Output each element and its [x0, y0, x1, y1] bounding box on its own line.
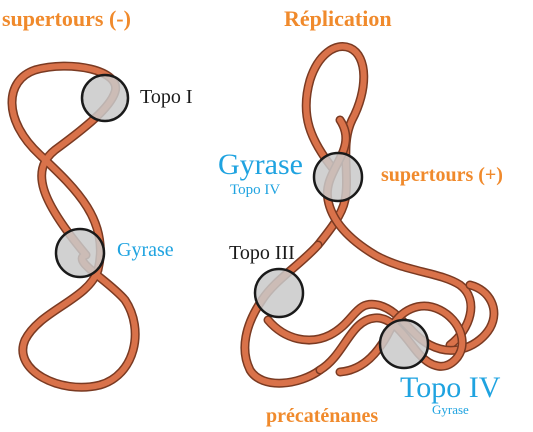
gyrase-left-circle — [54, 227, 106, 279]
topo3-circle — [253, 267, 305, 319]
topo1-circle — [80, 73, 130, 123]
topo4-sub-label: Topo IV — [230, 182, 281, 198]
topo3-label: Topo III — [229, 242, 295, 264]
gyrase-right-label: Gyrase — [218, 148, 303, 181]
precatenanes-label: précaténanes — [266, 405, 379, 427]
left-title: supertours (-) — [2, 6, 131, 31]
gyrase-left-label: Gyrase — [117, 239, 174, 261]
right-title: Réplication — [284, 6, 392, 31]
gyrase-sub-label: Gyrase — [432, 402, 469, 417]
supertours-pos-label: supertours (+) — [381, 164, 503, 186]
topo1-label: Topo I — [140, 86, 193, 108]
right-plasmid — [240, 42, 499, 388]
topo4-gyrase-circle — [378, 318, 430, 370]
gyrase-topo4-circle — [312, 151, 364, 203]
topo4-right-label: Topo IV — [400, 371, 501, 404]
